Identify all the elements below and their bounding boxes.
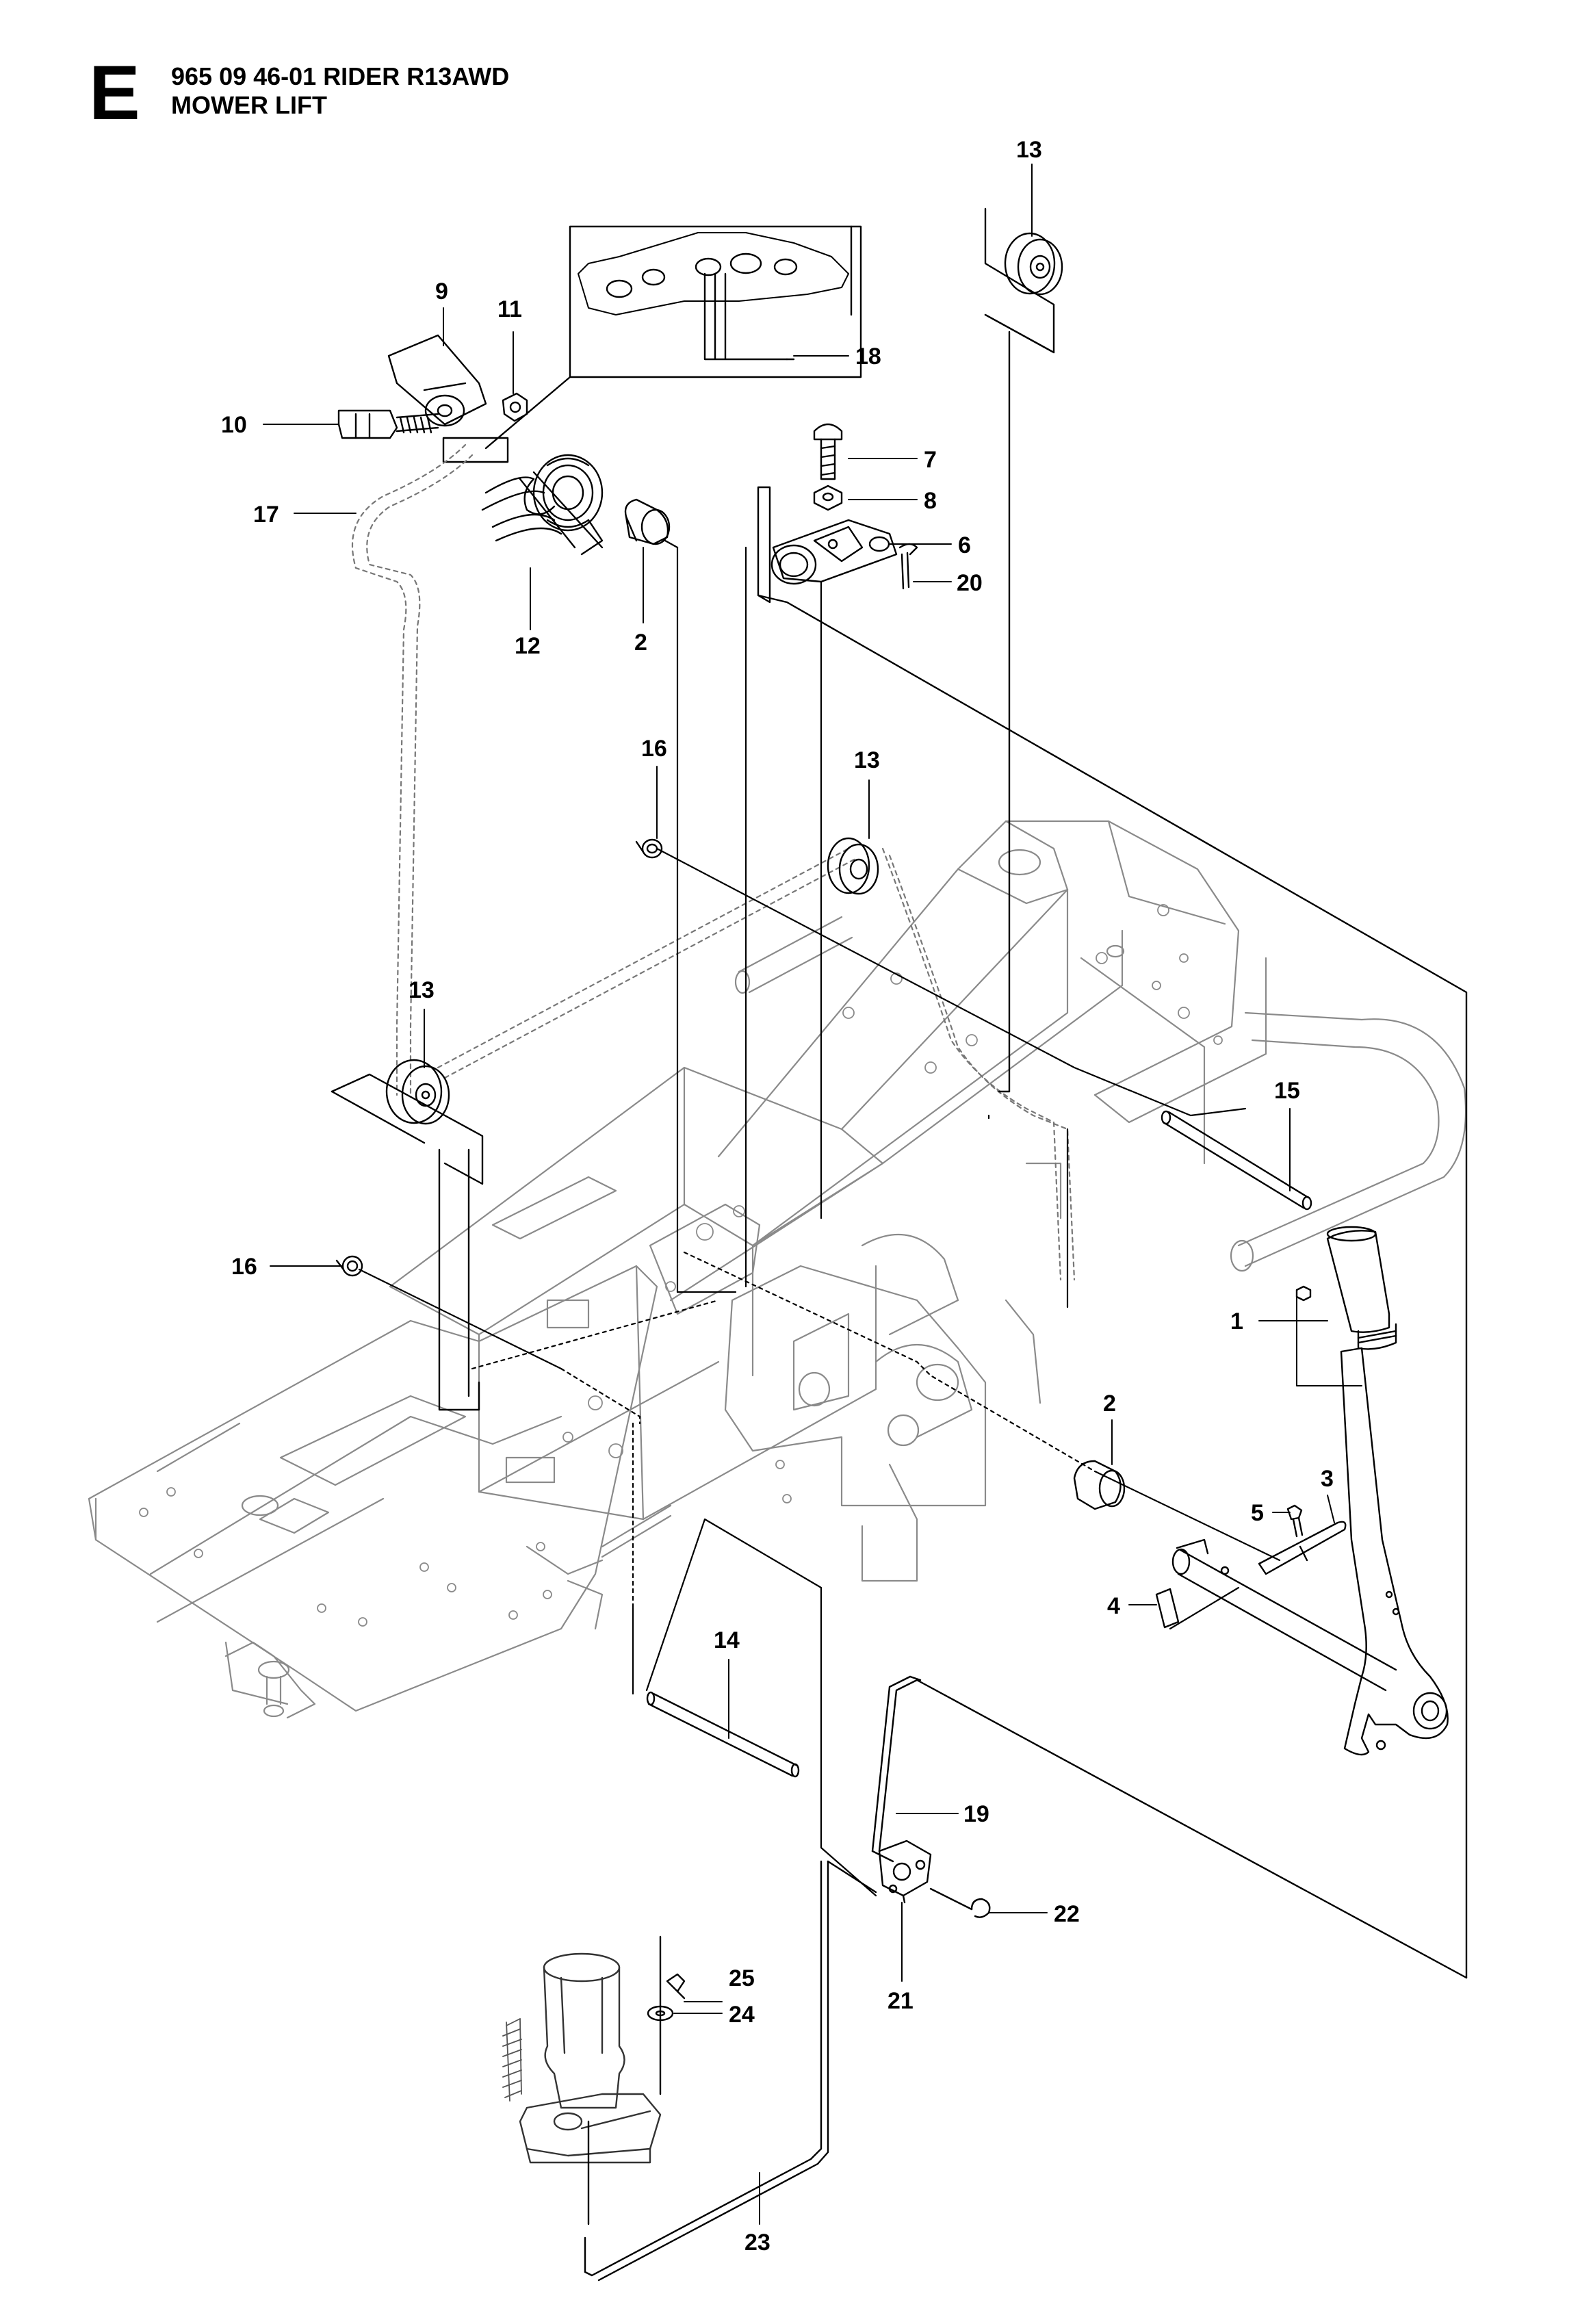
tractor-frame — [88, 820, 1467, 1719]
model-number: 965 09 46-01 RIDER R13AWD — [171, 62, 510, 90]
bushing-2-top — [624, 498, 679, 549]
pulley-13-top — [984, 207, 1063, 1093]
callout-21: 21 — [888, 1988, 914, 2014]
callout-19: 19 — [963, 1801, 989, 1827]
rod-14 — [646, 1691, 800, 1778]
pin-4 — [1155, 1588, 1180, 1629]
washer-16-lower — [335, 1255, 363, 1277]
bracket-6-callout-box — [757, 486, 1468, 1979]
pulley-13-mid — [827, 837, 879, 895]
callout-17: 17 — [253, 502, 279, 528]
screw-5 — [1286, 1504, 1304, 1538]
callout-3: 3 — [1321, 1466, 1334, 1492]
chain-clevis-9 — [387, 334, 509, 463]
washer-24 — [647, 2005, 674, 2022]
arm-3 — [1258, 1521, 1347, 1575]
assembly-title: MOWER LIFT — [171, 91, 327, 119]
callout-15: 15 — [1274, 1078, 1300, 1104]
bracket-6 — [770, 519, 898, 585]
lift-shaft — [1171, 1538, 1397, 1692]
callout-2-top: 2 — [634, 630, 647, 656]
callout-22: 22 — [1054, 1901, 1080, 1927]
callout-4: 4 — [1107, 1593, 1120, 1619]
shaft-15 — [1161, 1110, 1312, 1211]
chain-17 — [351, 443, 1076, 1281]
washer-16-top — [635, 838, 663, 859]
section-letter: E — [89, 50, 140, 135]
link-rod-19 — [871, 1675, 1468, 1979]
callout-24: 24 — [729, 2002, 755, 2028]
callout-13-left: 13 — [409, 977, 435, 1003]
callout-14: 14 — [714, 1627, 740, 1653]
callout-6: 6 — [958, 532, 971, 558]
bushing-2-lower — [1073, 1460, 1126, 1510]
callout-11: 11 — [497, 296, 522, 322]
callout-23: 23 — [744, 2230, 770, 2256]
pulley-13-left — [331, 1059, 484, 1411]
spring-12 — [481, 454, 604, 556]
spring-pedal — [502, 2018, 522, 2102]
callout-9: 9 — [435, 279, 448, 305]
chain-detail-inset — [569, 225, 862, 378]
bolt-7 — [813, 423, 843, 480]
assembly-lines — [358, 546, 1281, 1897]
callout-13-top: 13 — [1016, 137, 1042, 163]
washer-8 — [813, 485, 843, 511]
bracket-21 — [878, 1839, 932, 1904]
callout-8: 8 — [924, 488, 937, 514]
callout-2-lower: 2 — [1103, 1391, 1116, 1417]
screw-1 — [1295, 1285, 1312, 1302]
callout-leaders — [263, 164, 1362, 2225]
callout-16-lower: 16 — [231, 1254, 257, 1280]
pedal-bracket — [519, 1952, 662, 2164]
bolt-10 — [337, 409, 439, 439]
lift-lever-1 — [1326, 1226, 1449, 1756]
callout-16-top: 16 — [641, 736, 667, 762]
callout-1: 1 — [1230, 1308, 1243, 1334]
callout-labels: 1 2 2 3 4 5 6 7 8 9 10 11 12 13 13 13 14… — [221, 137, 1334, 2256]
callout-25: 25 — [729, 1965, 755, 1991]
rod-23 — [584, 1860, 877, 2282]
callout-13-mid: 13 — [854, 747, 880, 773]
callout-5: 5 — [1251, 1500, 1264, 1526]
callout-7: 7 — [924, 447, 937, 473]
callout-18: 18 — [855, 344, 881, 370]
callout-20: 20 — [957, 570, 983, 596]
callout-10: 10 — [221, 412, 247, 438]
inset-leader — [484, 376, 571, 450]
clip-22 — [929, 1887, 991, 1918]
callout-12: 12 — [515, 633, 541, 659]
nut-11 — [502, 392, 528, 422]
